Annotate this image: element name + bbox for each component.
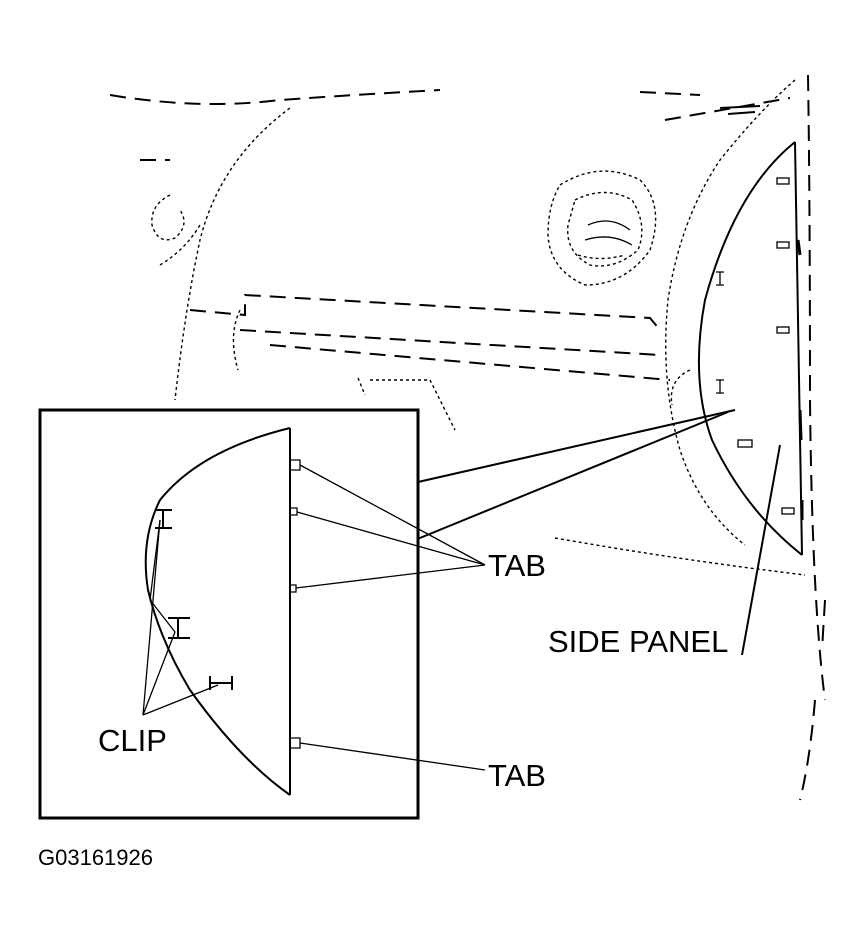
clip-label: CLIP — [98, 723, 167, 758]
air-vent — [547, 170, 657, 286]
side-panel-label: SIDE PANEL — [548, 624, 728, 659]
side-panel-installed — [554, 74, 826, 801]
dashboard-outline — [109, 89, 791, 401]
tab-label-lower: TAB — [488, 758, 546, 793]
figure-id: G03161926 — [38, 845, 153, 870]
tab-label-upper: TAB — [488, 548, 546, 583]
leader-lines-main — [414, 409, 781, 656]
detail-inset — [38, 408, 486, 820]
glovebox-outline — [189, 293, 671, 431]
